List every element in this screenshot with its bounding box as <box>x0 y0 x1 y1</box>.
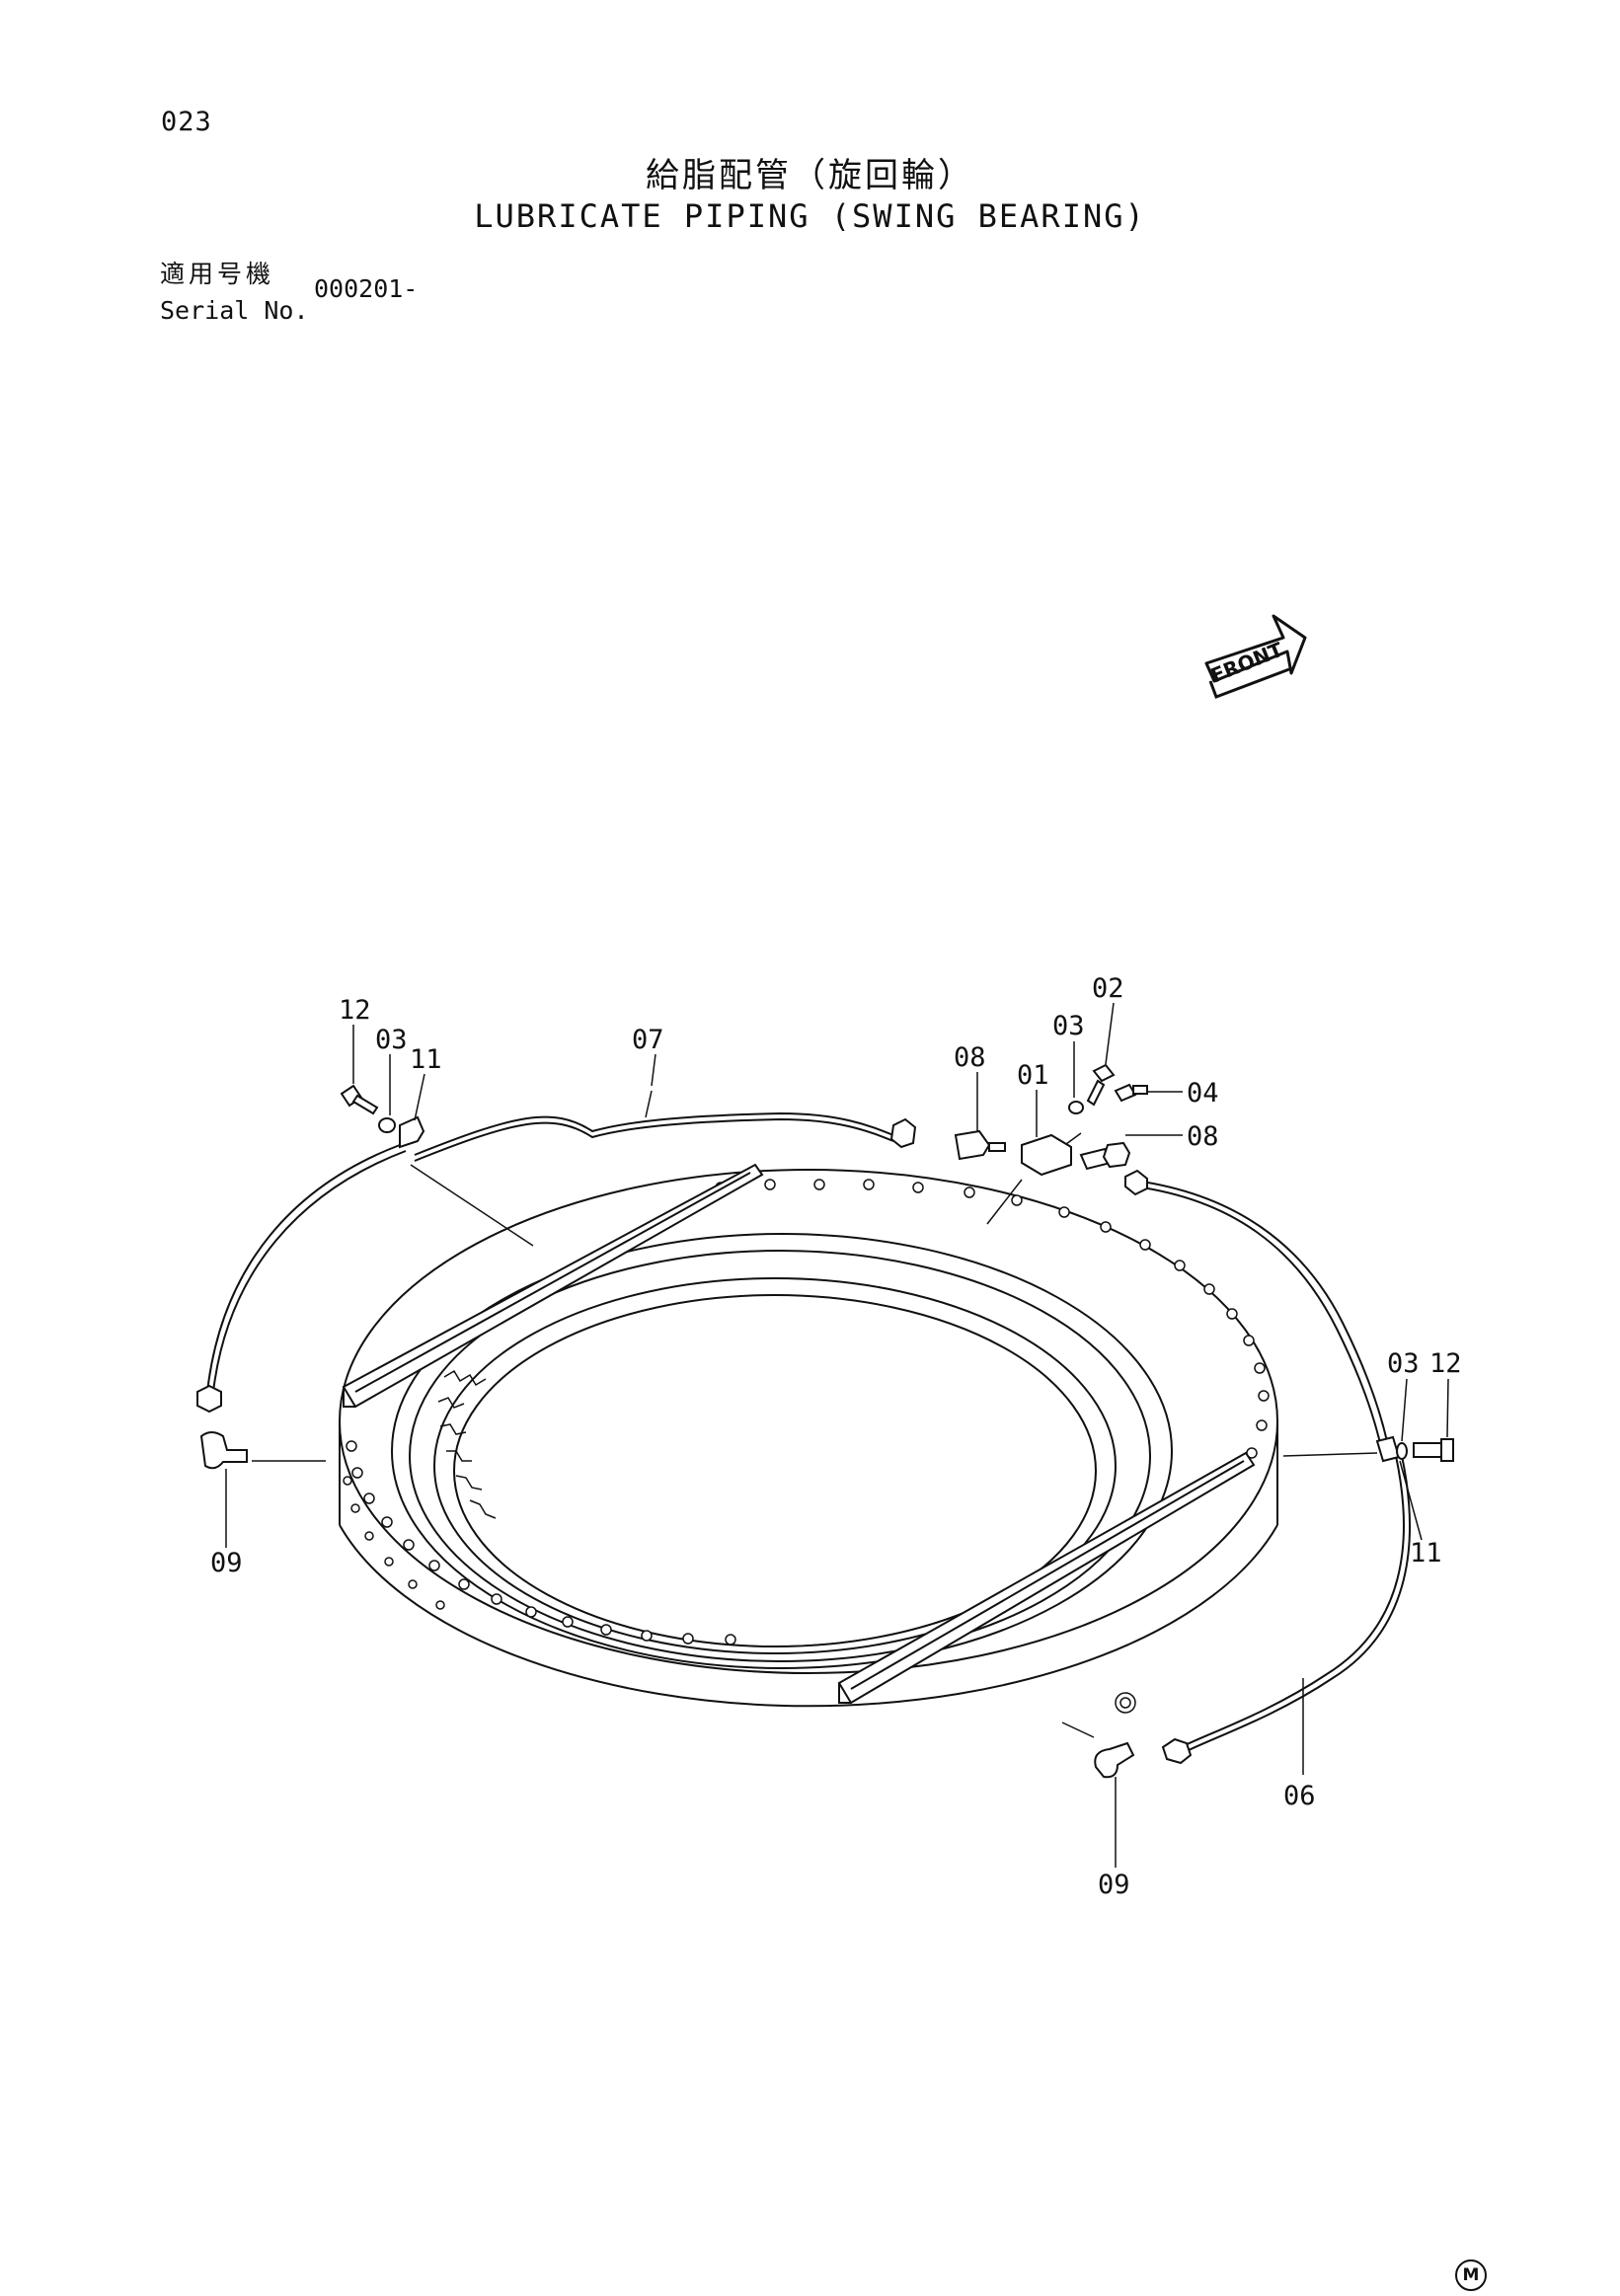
swing-bearing-ring <box>339 1163 1278 1714</box>
callout-08-upper: 08 <box>954 1042 986 1073</box>
serial-label-japanese: 適用号機 <box>160 260 275 288</box>
callout-08-right: 08 <box>1187 1121 1219 1152</box>
fittings <box>196 1063 1454 1779</box>
manufacturer-mark-icon: M <box>1455 2259 1487 2291</box>
callout-07: 07 <box>632 1025 664 1055</box>
callout-03-left: 03 <box>375 1025 408 1055</box>
callout-02: 02 <box>1092 973 1124 1004</box>
callout-03-top: 03 <box>1052 1011 1085 1041</box>
callout-06: 06 <box>1283 1781 1316 1811</box>
callout-11-right: 11 <box>1410 1538 1442 1569</box>
page-number: 023 <box>161 107 212 137</box>
page-title-english: LUBRICATE PIPING (SWING BEARING) <box>474 197 1146 235</box>
callout-11-left: 11 <box>410 1044 442 1075</box>
callout-12-right: 12 <box>1429 1348 1462 1379</box>
front-arrow-icon: FRONT <box>1204 614 1307 699</box>
lubricate-piping <box>206 1090 1411 1775</box>
callout-01: 01 <box>1017 1060 1049 1091</box>
front-label: FRONT <box>1207 638 1286 688</box>
serial-number-value: 000201- <box>314 274 419 303</box>
part-callouts: 12 03 11 07 08 01 03 02 04 08 03 12 11 0… <box>210 973 1462 1900</box>
callout-04: 04 <box>1187 1078 1219 1109</box>
page-title-japanese: 給脂配管（旋回輪） <box>646 156 974 195</box>
callout-09-bottom: 09 <box>1098 1870 1130 1900</box>
callout-09-left: 09 <box>210 1548 243 1578</box>
serial-label-english: Serial No. <box>160 296 309 325</box>
callout-03-right: 03 <box>1387 1348 1420 1379</box>
callout-12-left: 12 <box>339 995 371 1026</box>
